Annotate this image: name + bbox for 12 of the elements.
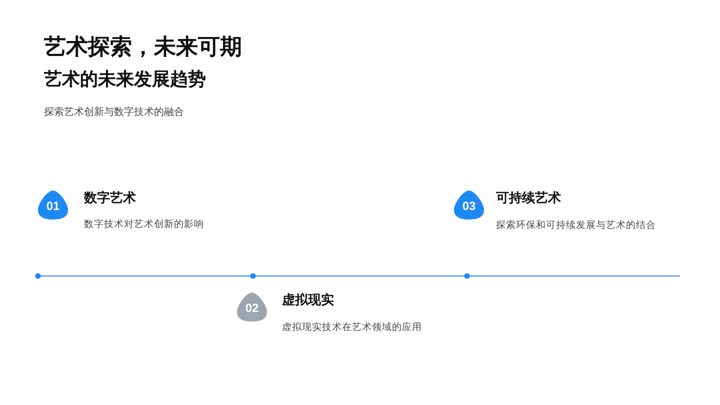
slide-title: 艺术探索，未来可期: [44, 33, 242, 61]
number-badge: 02: [237, 292, 267, 322]
item-heading: 可持续艺术: [496, 189, 561, 207]
item-heading: 数字艺术: [84, 189, 136, 207]
intro-text: 探索艺术创新与数字技术的融合: [44, 106, 184, 120]
item-description: 数字技术对艺术创新的影响: [84, 218, 204, 231]
item-heading: 虚拟现实: [282, 291, 334, 309]
number-badge: 01: [38, 190, 68, 220]
number-badge: 03: [454, 190, 484, 220]
item-description: 虚拟现实技术在艺术领域的应用: [282, 321, 422, 334]
slide-subtitle: 艺术的未来发展趋势: [44, 68, 206, 91]
item-description: 探索环保和可持续发展与艺术的结合: [496, 219, 656, 232]
